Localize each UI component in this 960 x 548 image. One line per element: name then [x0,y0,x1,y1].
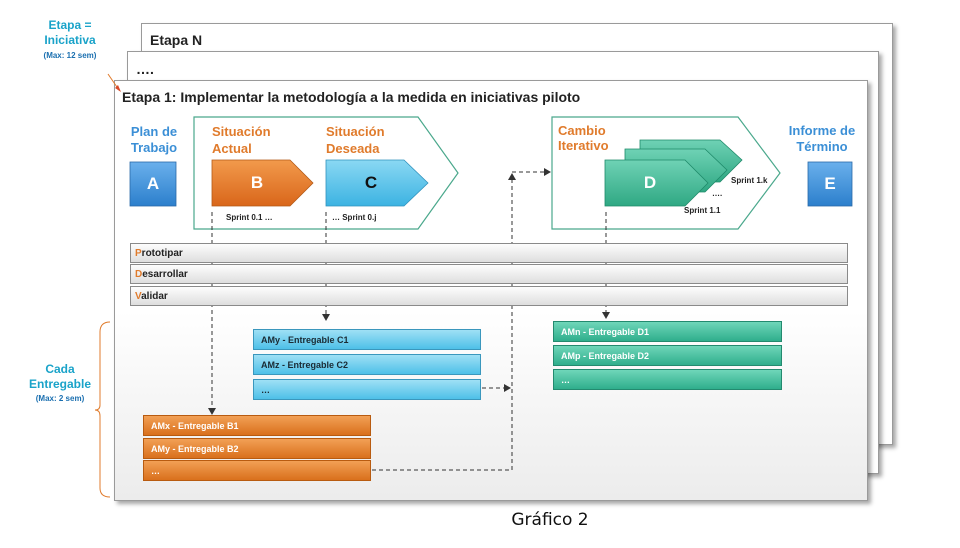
phase-e-letter: E [824,174,836,193]
deliverable-c2: AMz - Entregable C2 [253,354,481,375]
deliverable-b3: … [143,460,371,481]
phase-d-arrow-front [604,159,709,207]
phase-b-letter: B [250,173,264,192]
deliverable-d1: AMn - Entregable D1 [553,321,782,342]
deliverable-b2: AMy - Entregable B2 [143,438,371,459]
bar-validar-text: alidar [141,291,168,302]
etapa-pointer-head-icon [115,85,121,92]
cambio-iterativo-label: Cambio Iterativo [558,123,609,153]
bar-validar-initial: V [135,291,142,302]
page-etapa-1-title: Etapa 1: Implementar la metodología a la… [122,89,581,105]
sprint-c-label: … Sprint 0.j [332,213,377,222]
bar-desarrollar-text: esarrollar [142,269,188,280]
bar-prototipar-text: rototipar [141,248,183,259]
entregable-bracket [94,321,111,498]
deliverable-c1: AMy - Entregable C1 [253,329,481,350]
bar-desarrollar-initial: D [135,269,143,280]
informe-termino-label: Informe de Término [788,123,856,154]
phase-e-box [807,161,853,207]
bar-prototipar: Prototipar [130,243,848,263]
etapa-label: Etapa = Iniciativa [44,18,96,47]
phase-a-box [129,161,177,207]
phase-c-arrow [325,159,429,207]
plan-trabajo-label: Plan de Trabajo [130,124,178,155]
phase-c-letter: C [364,173,378,192]
sprint-dots-label: …. [712,189,723,198]
sprint-b-label: Sprint 0.1 … [226,213,273,222]
sprint-k-label: Sprint 1.k [731,176,768,185]
phase-d-letter: D [643,173,657,192]
deliverable-d2: AMp - Entregable D2 [553,345,782,366]
phase-a-letter: A [146,174,160,193]
figure-caption: Gráfico 2 [511,510,589,530]
deliverable-d3: … [553,369,782,390]
page-etapa-n-title: Etapa N [150,32,203,48]
sprint-1-1-label: Sprint 1.1 [684,206,721,215]
cada-max-label: (Max: 2 sem) [35,394,85,403]
page-etapa-mid-title: …. [136,61,154,77]
deliverable-b1: AMx - Entregable B1 [143,415,371,436]
bar-desarrollar: Desarrollar [130,264,848,284]
phase-b-arrow [211,159,314,207]
bar-validar: Validar [130,286,848,306]
situacion-deseada-label: Situación Deseada [326,124,385,156]
cada-entregable-label: Cada Entregable [28,362,91,391]
etapa-max-label: (Max: 12 sem) [43,51,97,60]
bar-prototipar-initial: P [135,248,142,259]
situacion-actual-label: Situación Actual [212,124,271,156]
deliverable-c3: … [253,379,481,400]
